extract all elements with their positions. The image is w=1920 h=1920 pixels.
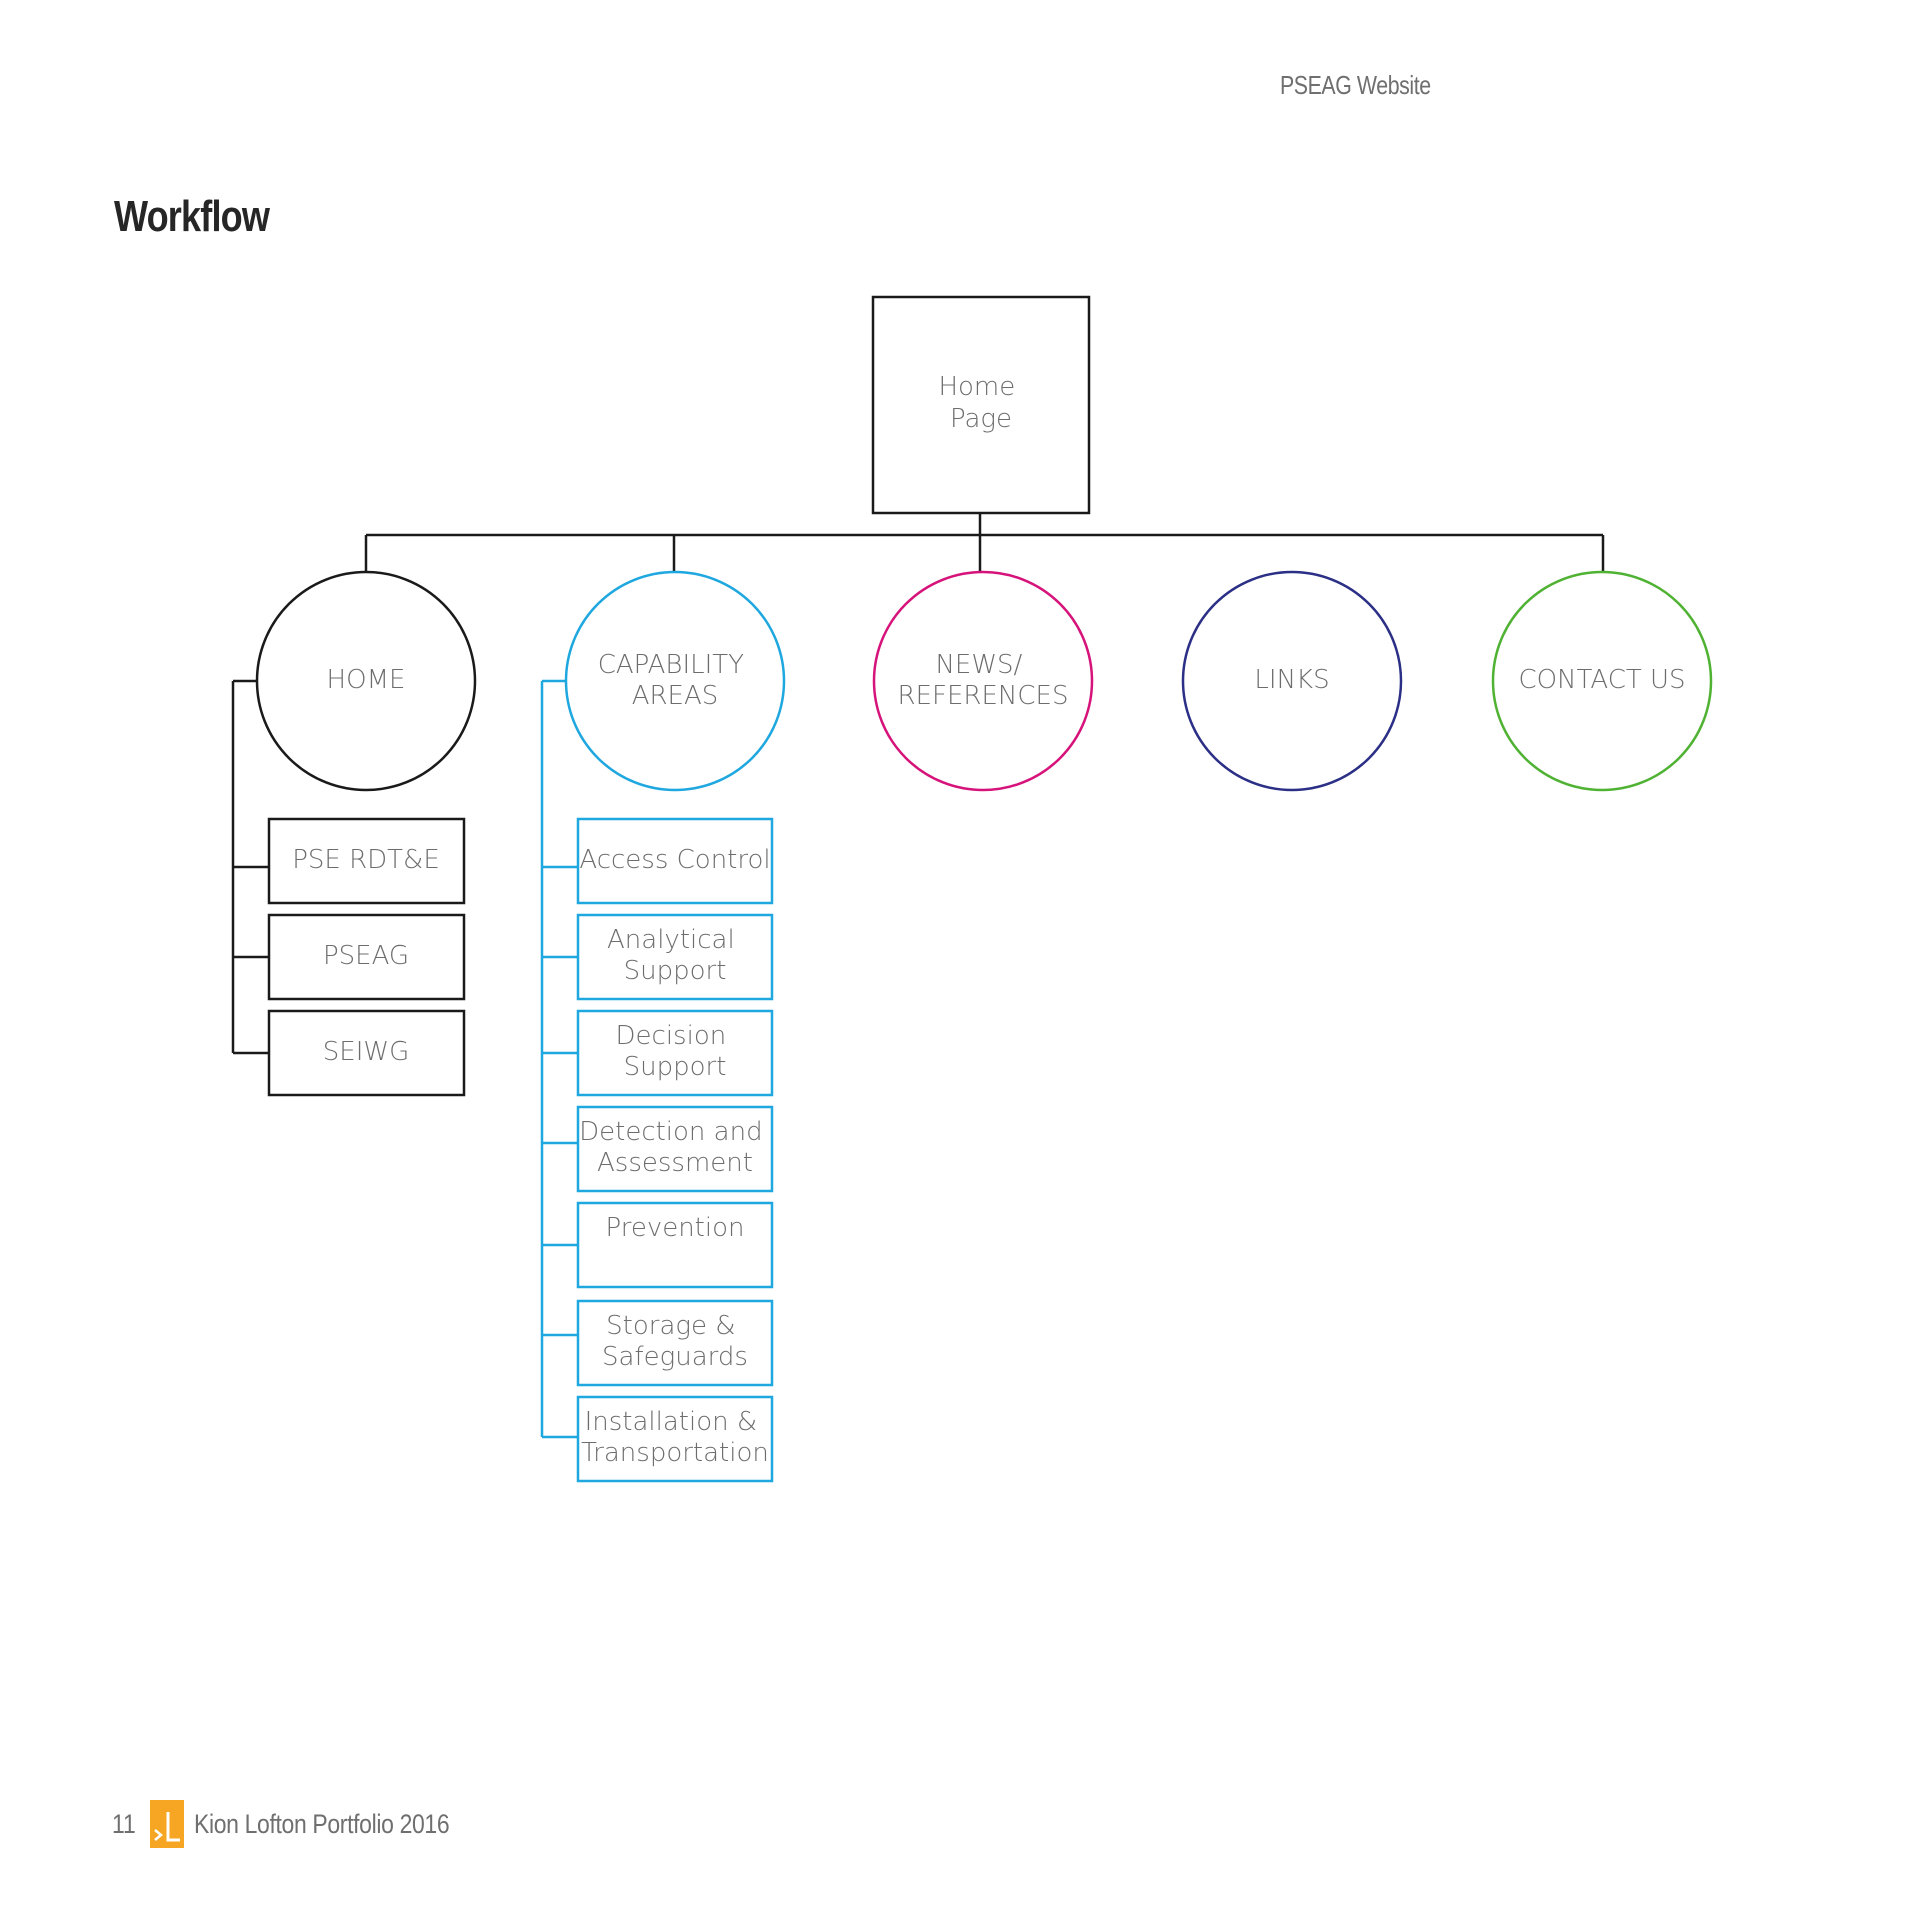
kl-logo-glyph [154,1812,181,1842]
capability-areas-label: CAPABILITY AREAS [598,650,753,711]
decision-support-label-line1: Decision [616,1021,727,1051]
home-label: HOME [327,665,406,695]
home-child-pse-rdte[interactable]: PSE RDT&E [267,817,466,905]
page-footer: 11 Kion Lofton Portfolio 2016 [112,1800,494,1848]
home-page-label-line2: Page [950,404,1012,434]
svg-text:PSE RDT&E: PSE RDT&E [292,845,440,875]
capability-child-access-control[interactable]: Access Control [576,817,774,905]
capability-child-analytical-support[interactable]: Analytical Support [576,913,774,1001]
capability-child-detection-assessment[interactable]: Detection and Assessment [576,1105,774,1193]
decision-support-label-line2: Support [624,1052,727,1082]
svg-text:Storage & Safeguards: Storage & Safeguards [602,1311,748,1372]
kl-logo-icon [150,1800,185,1848]
news-label-line2: REFERENCES [898,681,1069,711]
svg-text:Installation & Transpo: Installation & Transportation [581,1407,769,1468]
branch-capability-areas: CAPABILITY AREAS Access Control Analytic… [540,570,786,1483]
branch-news-references[interactable]: NEWS/ REFERENCES [872,570,1094,792]
page-header-title: PSEAG Website [1280,70,1431,100]
capability-connectors [540,679,578,1439]
svg-text:PSEAG: PSEAG [323,941,409,971]
home-page-label: Home Page [938,372,1023,434]
root-connectors [364,514,1605,572]
pse-rdte-label: PSE RDT&E [292,845,440,875]
capability-label-line1: CAPABILITY [598,650,744,680]
branch-contact-us[interactable]: CONTACT US [1491,570,1713,792]
detection-assessment-label-line1: Detection and [579,1117,763,1147]
capability-label-line2: AREAS [632,681,719,711]
svg-text:SEIWG: SEIWG [323,1037,409,1067]
branch-home: HOME PSE RDT&E PSEAG SEIWG [231,570,477,1097]
branch-links[interactable]: LINKS [1181,570,1403,792]
svg-text:Detection and Assessme: Detection and Assessment [579,1117,771,1178]
prevention-label: Prevention [605,1213,744,1243]
capability-child-storage-safeguards[interactable]: Storage & Safeguards [576,1299,774,1387]
news-references-circle[interactable] [872,570,1094,792]
installation-transportation-label-line2: Transportation [581,1438,769,1468]
footer-portfolio-text: Kion Lofton Portfolio 2016 [194,1808,450,1839]
contact-label-line1: CONTACT US [1518,665,1685,695]
installation-transportation-label-line1: Installation & [585,1407,758,1437]
detection-assessment-label-line2: Assessment [597,1148,753,1178]
storage-safeguards-label-line1: Storage & [606,1311,735,1341]
capability-child-decision-support[interactable]: Decision Support [576,1009,774,1097]
home-connectors [231,679,269,1055]
news-references-label: NEWS/ REFERENCES [898,650,1069,711]
contact-us-label: CONTACT US [1518,665,1685,695]
svg-text:Analytical Support: Analytical Support [607,925,743,986]
pseag-label: PSEAG [323,941,409,971]
access-control-label: Access Control [579,845,770,875]
svg-text:Prevention: Prevention [605,1213,744,1243]
page-number: 11 [112,1808,136,1839]
section-title: Workflow [114,192,270,241]
svg-text:Decision Support: Decision Support [616,1021,735,1082]
links-circle[interactable] [1181,570,1403,792]
seiwg-label: SEIWG [323,1037,409,1067]
home-page-node[interactable]: Home Page [871,295,1091,515]
contact-us-circle[interactable] [1491,570,1713,792]
links-label-line1: LINKS [1254,665,1329,695]
svg-text:Access Control: Access Control [579,845,770,875]
storage-safeguards-label-line2: Safeguards [602,1342,748,1372]
analytical-support-label-line2: Support [624,956,727,986]
analytical-support-label-line1: Analytical [607,925,735,955]
home-label-line1: HOME [327,665,406,695]
home-child-seiwg[interactable]: SEIWG [267,1009,466,1097]
capability-child-prevention[interactable]: Prevention [576,1201,774,1289]
links-label: LINKS [1254,665,1329,695]
capability-child-installation-transportation[interactable]: Installation & Transportation [576,1395,774,1483]
news-label-line1: NEWS/ [935,650,1022,680]
home-page-label-line1: Home [938,372,1015,402]
home-child-pseag[interactable]: PSEAG [267,913,466,1001]
